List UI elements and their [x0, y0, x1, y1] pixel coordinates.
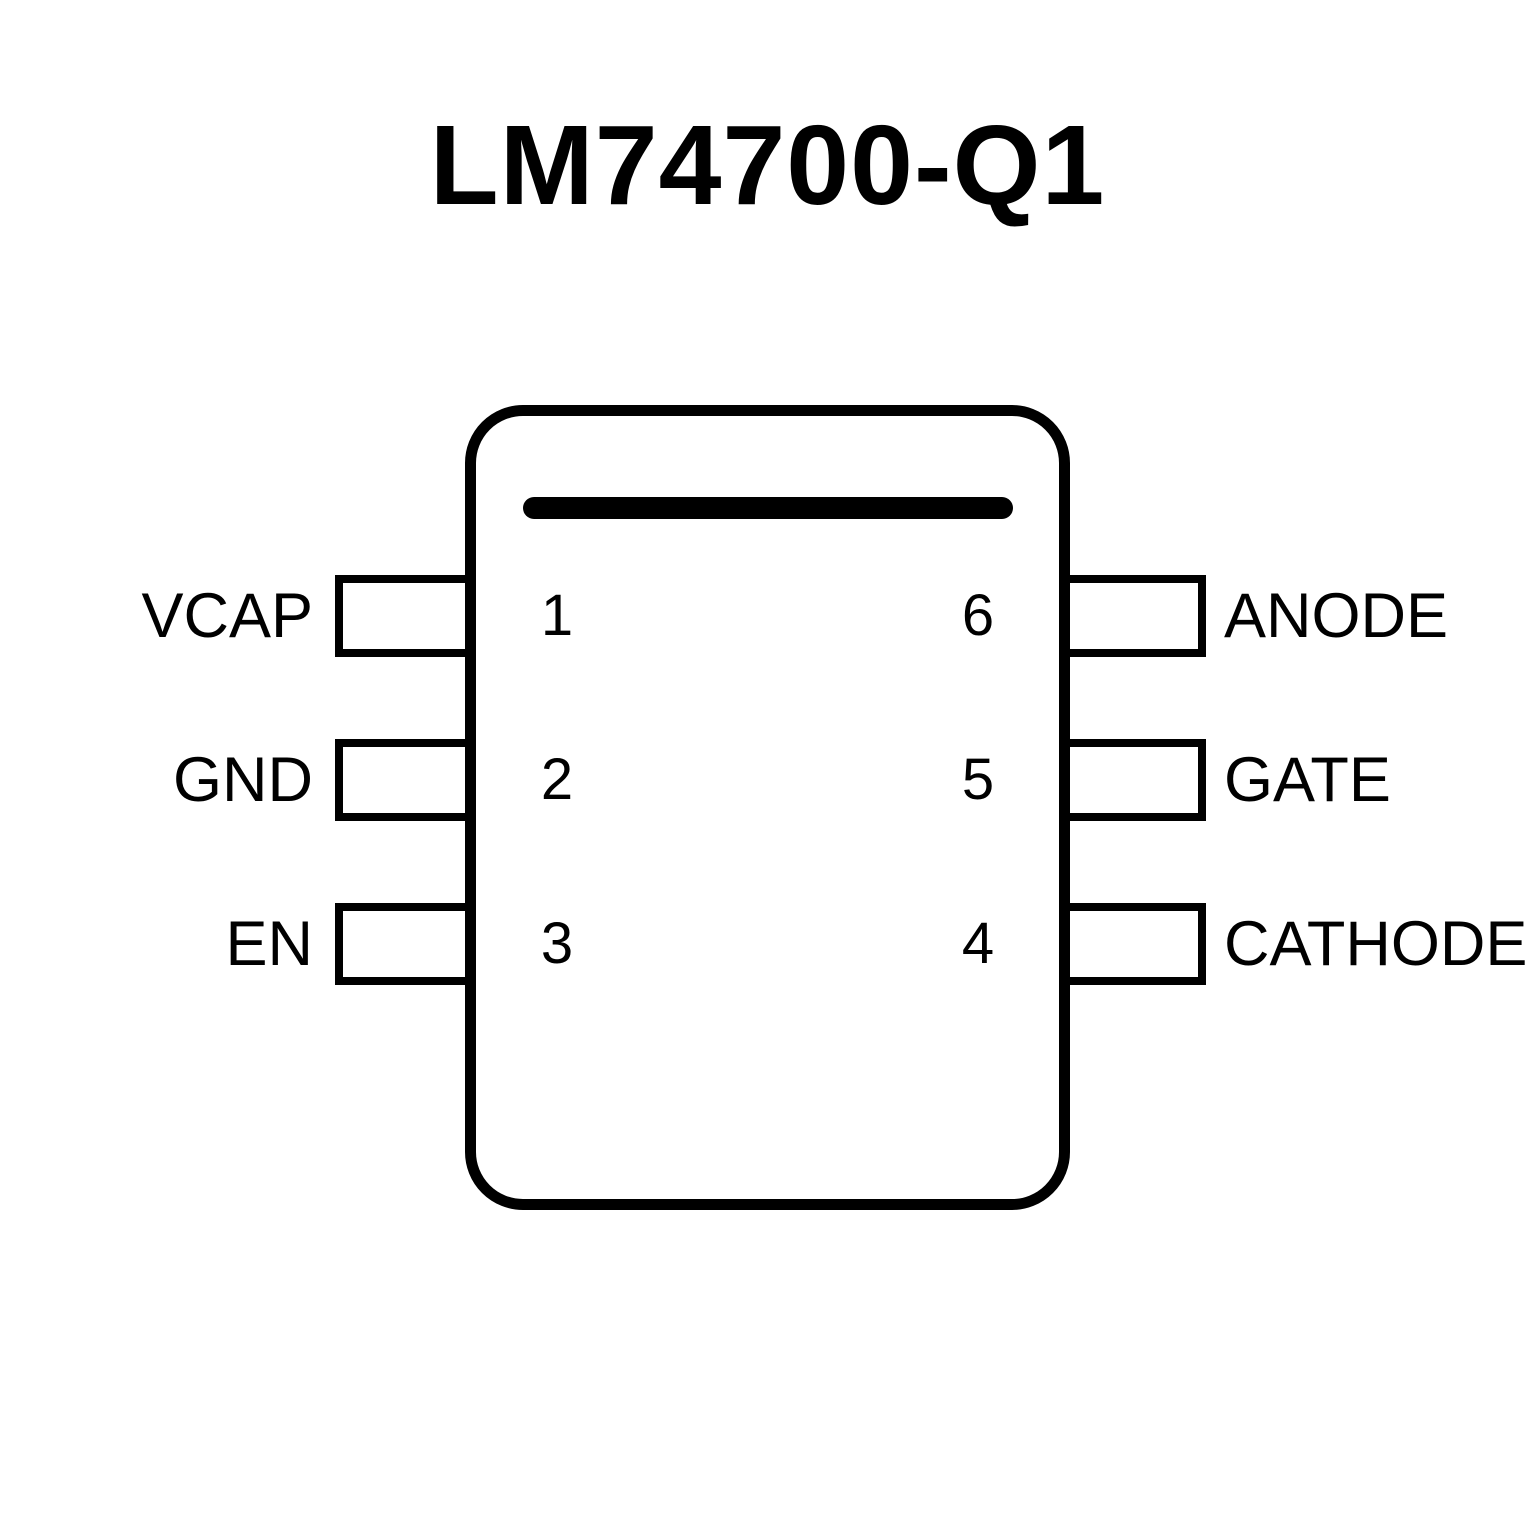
pin-label-vcap: VCAP — [141, 581, 313, 651]
pin1-indicator-bar — [523, 497, 1013, 519]
pin-label-en: EN — [225, 909, 313, 979]
pin-pad-1 — [335, 575, 476, 657]
ic-body — [465, 405, 1070, 1210]
pin-pad-4 — [1059, 903, 1206, 985]
pin-pad-3 — [335, 903, 476, 985]
chip-title: LM74700-Q1 — [429, 102, 1106, 228]
pin-number-2: 2 — [540, 747, 574, 812]
pin-label-gnd: GND — [173, 745, 313, 815]
pin-number-6: 6 — [961, 583, 995, 648]
pin-number-1: 1 — [540, 583, 574, 648]
pin-pad-5 — [1059, 739, 1206, 821]
pin-label-anode: ANODE — [1224, 581, 1449, 651]
pin-number-3: 3 — [540, 911, 574, 976]
pin-number-4: 4 — [961, 911, 995, 976]
pin-pad-2 — [335, 739, 476, 821]
pin-label-cathode: CATHODE — [1224, 909, 1528, 979]
pin-label-gate: GATE — [1224, 745, 1391, 815]
pin-number-5: 5 — [961, 747, 995, 812]
pin-pad-6 — [1059, 575, 1206, 657]
